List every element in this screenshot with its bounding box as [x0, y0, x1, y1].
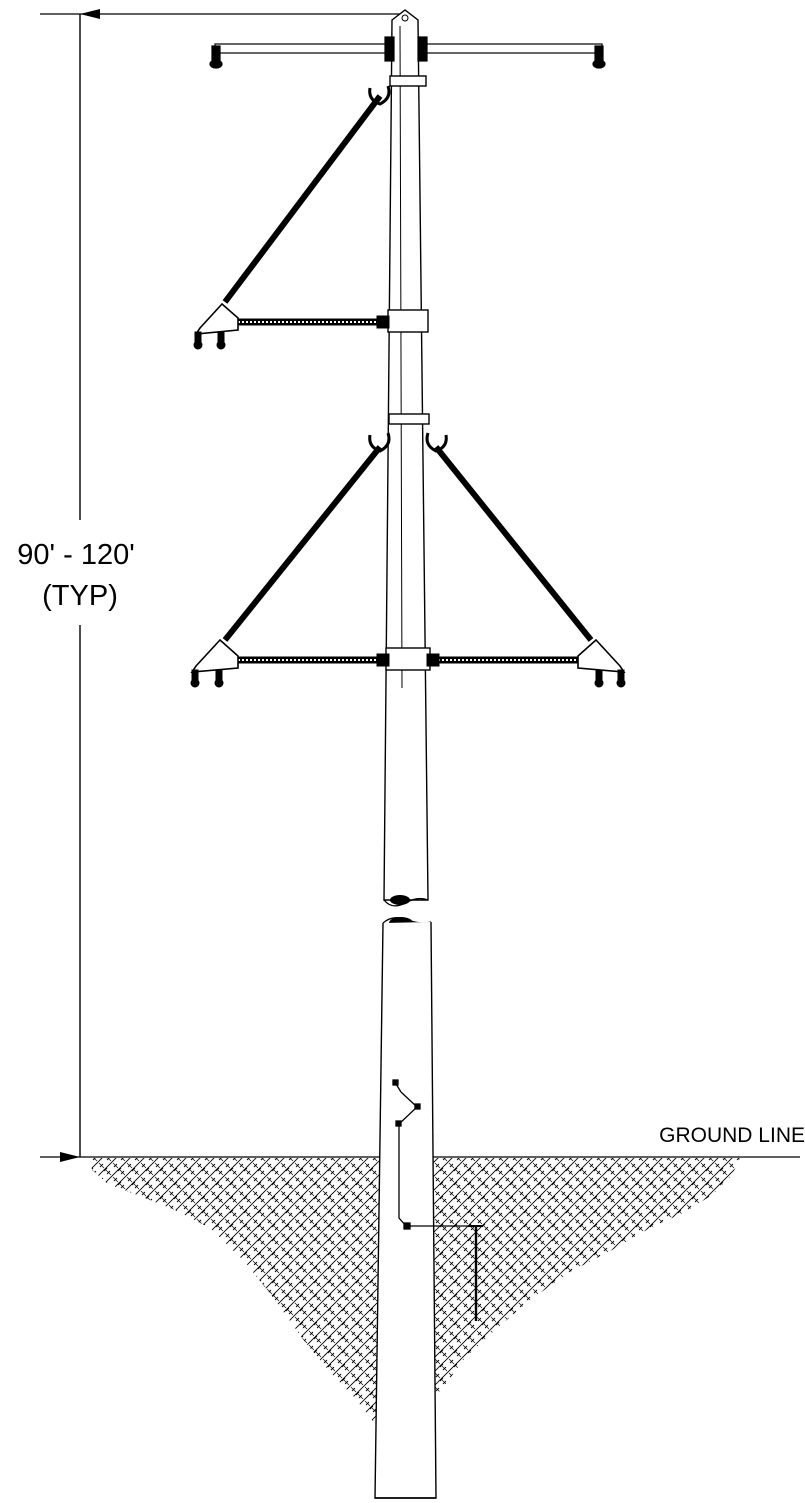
lower-right-end-clamp	[577, 638, 626, 673]
pole-center-conductor	[399, 25, 403, 689]
ground-line-label: GROUND LINE	[659, 1124, 805, 1147]
top-left-insulator	[209, 45, 223, 69]
pole-upper-section	[383, 9, 429, 901]
lower-left-brace-hook	[368, 432, 391, 453]
upper-left-arm-fitting	[376, 315, 390, 329]
height-range-label: 90' - 120'	[17, 539, 135, 571]
height-dimension: 90' - 120' (TYP)	[17, 8, 800, 1162]
ground-clamp-c	[395, 1120, 402, 1127]
soil-hatch-left	[90, 1158, 382, 1430]
soil-hatch-right	[432, 1158, 740, 1400]
upper-left-brace	[222, 94, 383, 304]
lower-right-conductor-clamps	[594, 669, 626, 688]
pole	[374, 9, 437, 1499]
top-crossarm-assembly	[209, 36, 606, 69]
upper-left-conductor-clamps	[193, 331, 226, 350]
upper-left-brace-hook	[368, 85, 391, 106]
lower-right-arm-fitting	[426, 653, 440, 667]
lower-right-brace	[433, 445, 594, 642]
lower-left-arm-assembly	[190, 432, 391, 688]
ground-clamp-d	[403, 1222, 411, 1230]
lower-left-end-clamp	[190, 638, 239, 673]
upper-left-arm-assembly	[193, 85, 391, 350]
lower-left-conductor-clamps	[190, 669, 224, 688]
grounding-assembly	[392, 1079, 483, 1321]
lower-right-brace-hook	[425, 432, 448, 453]
ground-clamp-b	[414, 1103, 421, 1110]
band-lower-arm	[385, 647, 431, 671]
lower-left-arm-fitting	[376, 653, 390, 667]
pole-lower-section	[374, 921, 437, 1499]
band-upper-arm	[387, 309, 429, 333]
pole-break-upper-curve	[383, 897, 429, 907]
top-crossarm-right	[421, 43, 603, 54]
ground-clamp-a	[392, 1079, 399, 1086]
lower-left-brace	[222, 445, 383, 642]
ground-lead	[398, 1091, 476, 1227]
top-crossarm-left	[214, 43, 391, 54]
upper-left-end-clamp	[194, 302, 239, 335]
pole-top-cap	[401, 14, 409, 22]
top-crossarm-bracket-right	[417, 36, 428, 62]
pole-break-upper	[390, 895, 410, 905]
top-right-insulator	[592, 45, 606, 69]
lower-right-arm-assembly	[425, 432, 626, 688]
band-mid-brace	[388, 413, 430, 425]
band-upper-brace	[389, 75, 427, 87]
typical-qualifier-label: (TYP)	[42, 580, 118, 612]
soil-section: GROUND LINE	[90, 1124, 805, 1430]
top-crossarm-bracket-left	[384, 36, 395, 62]
